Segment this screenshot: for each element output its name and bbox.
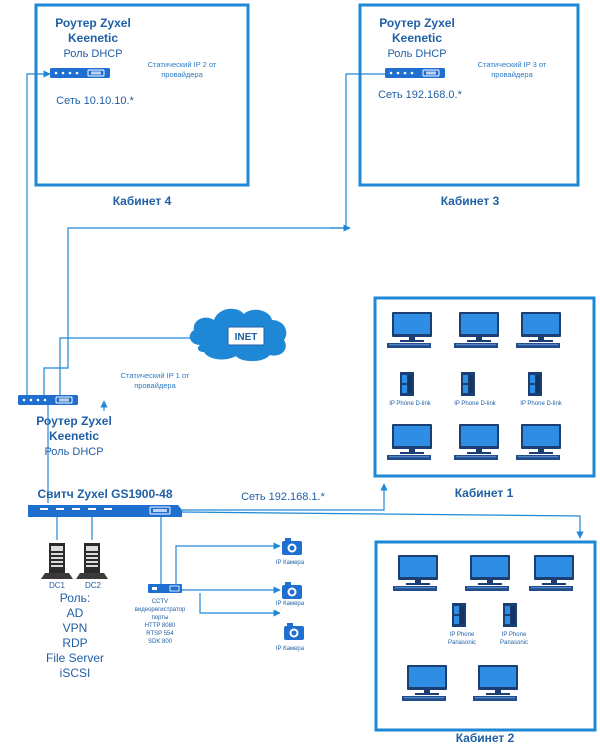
router4-static-ip-1: Статический IP 2 от (148, 60, 217, 69)
switch-device-icon (28, 505, 182, 517)
room2-phone-1-label-1: IP Phone (450, 632, 475, 638)
cctv-line-3: порты (152, 615, 169, 621)
cctv-line-2: видеорегистратор (135, 607, 186, 613)
cctv-line-4: HTTP 8080 (145, 623, 176, 629)
room2-phone-2-icon (503, 603, 517, 627)
router3-network: Сеть 192.168.0.* (378, 89, 463, 101)
router4-static-ip-2: провайдера (161, 70, 203, 79)
link-room4 (26, 70, 51, 395)
main-router-static-ip-2: провайдера (134, 381, 176, 390)
dc2-server-icon (76, 543, 108, 579)
main-router-static-ip-1: Статический IP 1 от (121, 371, 190, 380)
room-2-title: Кабинет 2 (456, 731, 515, 745)
server-role-ad: AD (67, 606, 84, 620)
ip-camera-1-icon (282, 538, 302, 555)
internet-label: INET (235, 332, 258, 343)
main-router-role: Роль DHCP (44, 446, 103, 458)
router3-title-1: Роутер Zyxel (379, 16, 455, 30)
room-3-title: Кабинет 3 (441, 194, 500, 208)
room1-phone-3-label: IP Phone D-link (520, 401, 563, 407)
cctv-recorder-icon (148, 584, 182, 593)
dc1-server-icon (41, 543, 73, 579)
room-4-box (34, 3, 250, 187)
router4-role: Роль DHCP (63, 48, 122, 60)
ip-camera-3-label: IP Камера (276, 646, 305, 652)
server-role-file-server: File Server (46, 651, 104, 665)
switch-title: Свитч Zyxel GS1900-48 (38, 487, 173, 501)
room-1-title: Кабинет 1 (455, 486, 514, 500)
router4-title-1: Роутер Zyxel (55, 16, 131, 30)
link-inet (59, 337, 196, 395)
room1-phone-3-icon (528, 372, 542, 396)
dc2-label: DC2 (85, 581, 102, 590)
router3-static-ip-2: провайдера (491, 70, 533, 79)
room-4-title: Кабинет 4 (113, 194, 172, 208)
server-role-iscsi: iSCSI (60, 666, 91, 680)
server-role-vpn: VPN (63, 621, 88, 635)
cctv-line-1: CCTV (152, 599, 168, 605)
ip-camera-2-icon (282, 582, 302, 599)
router3-title-2: Keenetic (392, 31, 442, 45)
router4-network: Сеть 10.10.10.* (56, 95, 134, 107)
internet-cloud-icon (189, 308, 287, 362)
cctv-line-6: SDK 800 (148, 639, 173, 645)
switch-network: Сеть 192.168.1.* (241, 491, 326, 503)
ip-camera-2-label: IP Камера (276, 601, 305, 607)
main-router-title-2: Keenetic (49, 429, 99, 443)
main-router-device-icon (17, 394, 79, 406)
link-camera-3 (199, 593, 281, 617)
server-roles-title: Роль: (60, 591, 90, 605)
router3-role: Роль DHCP (387, 48, 446, 60)
room2-phone-1-icon (452, 603, 466, 627)
cctv-line-5: RTSP 554 (146, 631, 174, 637)
ip-camera-1-label: IP Камера (276, 560, 305, 566)
room1-phone-2-label: IP Phone D-link (454, 401, 497, 407)
link-room3 (43, 73, 385, 395)
router3-device-icon (384, 67, 446, 79)
router4-title-2: Keenetic (68, 31, 118, 45)
link-room2 (181, 511, 584, 539)
link-room1 (182, 483, 388, 511)
room2-phone-2-label-1: IP Phone (502, 632, 527, 638)
room2-phone-1-label-2: Panasonic (448, 640, 476, 646)
server-role-rdp: RDP (62, 636, 87, 650)
main-router-title-1: Роутер Zyxel (36, 414, 112, 428)
room1-phone-1-icon (400, 372, 414, 396)
room-3-box (358, 3, 580, 187)
link-camera-1 (175, 542, 281, 585)
ip-camera-3-icon (284, 623, 304, 640)
router4-device-icon (49, 67, 111, 79)
room1-phone-1-label: IP Phone D-link (389, 401, 432, 407)
room2-phone-2-label-2: Panasonic (500, 640, 528, 646)
room1-phone-2-icon (461, 372, 475, 396)
dc1-label: DC1 (49, 581, 66, 590)
router3-static-ip-1: Статический IP 3 от (478, 60, 547, 69)
